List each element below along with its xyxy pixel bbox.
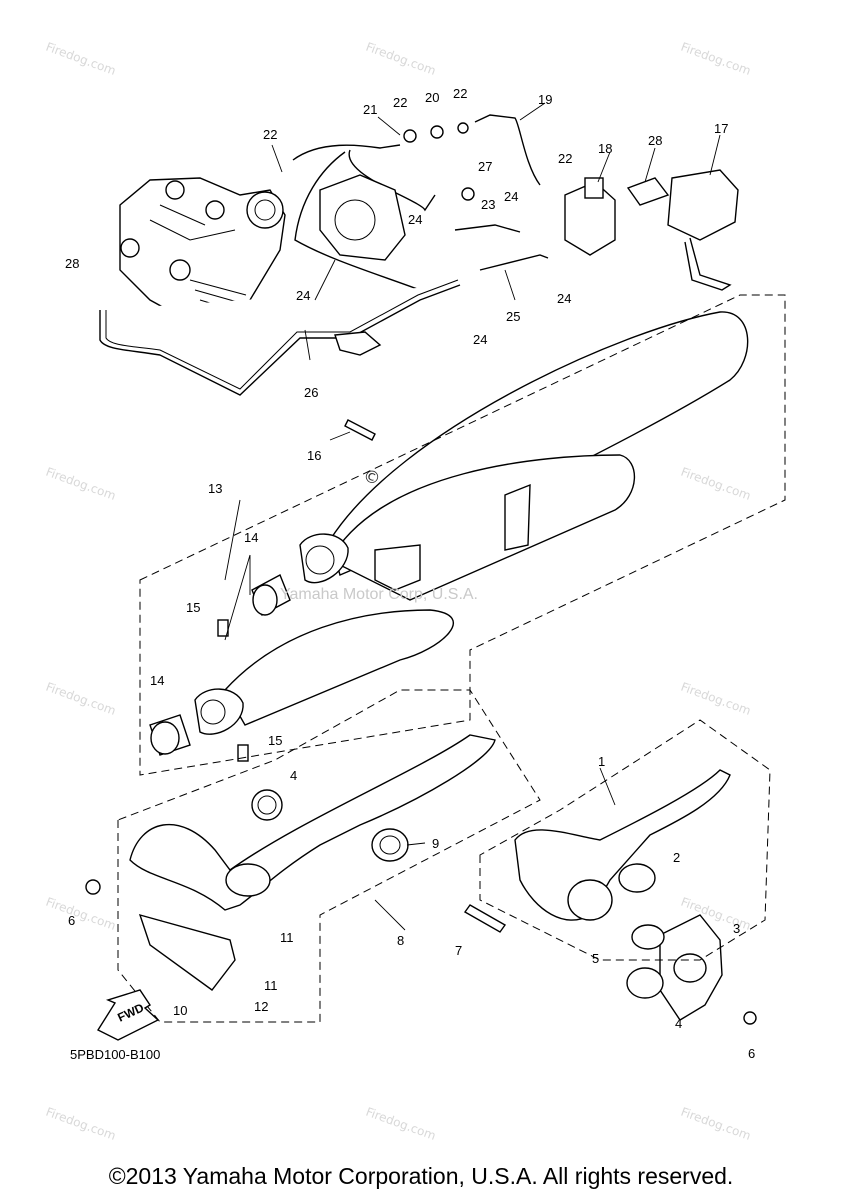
reed-valve-18 xyxy=(564,177,616,256)
watermark: Firedog.com xyxy=(679,680,753,718)
joint-14-upper xyxy=(251,574,291,616)
air-injection-pipe-26 xyxy=(99,279,461,396)
callout-14: 14 xyxy=(150,673,164,688)
engine-cylinder-head xyxy=(119,177,286,323)
callout-28: 27 xyxy=(478,159,492,174)
throttle-body xyxy=(319,174,406,261)
callout-10: 10 xyxy=(173,1003,187,1018)
bolts xyxy=(217,419,376,762)
callout-18: 18 xyxy=(598,141,612,156)
joint-14-lower xyxy=(149,714,191,756)
callout-15: 15 xyxy=(186,600,200,615)
callout-21: 21 xyxy=(363,102,377,117)
callout-29: 28 xyxy=(648,133,662,148)
hoses-upper xyxy=(403,114,549,271)
callout-3: 3 xyxy=(733,921,740,936)
callout-2: 2 xyxy=(673,850,680,865)
watermark: Firedog.com xyxy=(44,895,118,933)
callout-1: 1 xyxy=(598,754,605,769)
callout-7: 7 xyxy=(455,943,462,958)
watermark: Firedog.com xyxy=(679,465,753,503)
callout-22: 22 xyxy=(393,95,407,110)
callout-26: 26 xyxy=(304,385,318,400)
watermark: Firedog.com xyxy=(679,1105,753,1143)
callout-20: 20 xyxy=(425,90,439,105)
callout-24: 24 xyxy=(408,212,422,227)
copyright-notice: ©2013 Yamaha Motor Corporation, U.S.A. A… xyxy=(108,1163,734,1189)
callout-22: 22 xyxy=(453,86,467,101)
muffler-lower xyxy=(194,609,454,735)
callout-28: 28 xyxy=(65,256,79,271)
callout-22: 22 xyxy=(558,151,572,166)
callout-4: 4 xyxy=(290,768,297,783)
watermark: Firedog.com xyxy=(679,40,753,78)
callout-6: 6 xyxy=(748,1046,755,1061)
exhaust-pipe-1 xyxy=(514,769,731,921)
callout-22: 22 xyxy=(263,127,277,142)
callout-24: 24 xyxy=(473,332,487,347)
watermark-center: Yamaha Motor Corp, U.S.A. xyxy=(280,586,478,603)
nut-6-left xyxy=(85,879,101,895)
callout-23: 23 xyxy=(481,197,495,212)
watermark: Firedog.com xyxy=(364,40,438,78)
watermark: Firedog.com xyxy=(44,40,118,78)
forward-arrow-icon: FWD xyxy=(96,989,160,1041)
muffler-upper xyxy=(299,311,749,601)
callout-19: 19 xyxy=(538,92,552,107)
callout-11: 11 xyxy=(264,978,278,993)
callout-4: 4 xyxy=(675,1016,682,1031)
callout-27: 24 xyxy=(296,288,310,303)
air-filter-case-17 xyxy=(626,169,739,291)
callout-6: 6 xyxy=(68,913,75,928)
callout-25: 25 xyxy=(506,309,520,324)
callout-8: 8 xyxy=(397,933,404,948)
gasket-9 xyxy=(371,828,409,862)
diagram-code: 5PBD100-B100 xyxy=(70,1047,161,1062)
watermark: Firedog.com xyxy=(44,680,118,718)
callout-9: 9 xyxy=(432,836,439,851)
assembly-1-outline xyxy=(479,719,771,961)
callout-14: 14 xyxy=(244,530,258,545)
bolt-7 xyxy=(463,904,507,933)
exhaust-pipe-8 xyxy=(129,734,496,991)
watermark: Firedog.com xyxy=(364,1105,438,1143)
callout-labels: 1 2 3 4 4 5 6 6 7 8 9 10 11 11 12 13 14 … xyxy=(65,86,755,1061)
callout-5: 5 xyxy=(592,951,599,966)
callout-24: 24 xyxy=(557,291,571,306)
callout-11: 11 xyxy=(280,930,294,945)
callout-16: 16 xyxy=(307,448,321,463)
callout-13: 13 xyxy=(208,481,222,496)
flange-3 xyxy=(626,914,757,1025)
watermark: Firedog.com xyxy=(44,1105,118,1143)
callout-17: 17 xyxy=(714,121,728,136)
leader-lines xyxy=(224,102,721,931)
callout-24: 24 xyxy=(504,189,518,204)
callout-15: 15 xyxy=(268,733,282,748)
watermark: Firedog.com xyxy=(44,465,118,503)
callout-12: 12 xyxy=(254,999,268,1014)
